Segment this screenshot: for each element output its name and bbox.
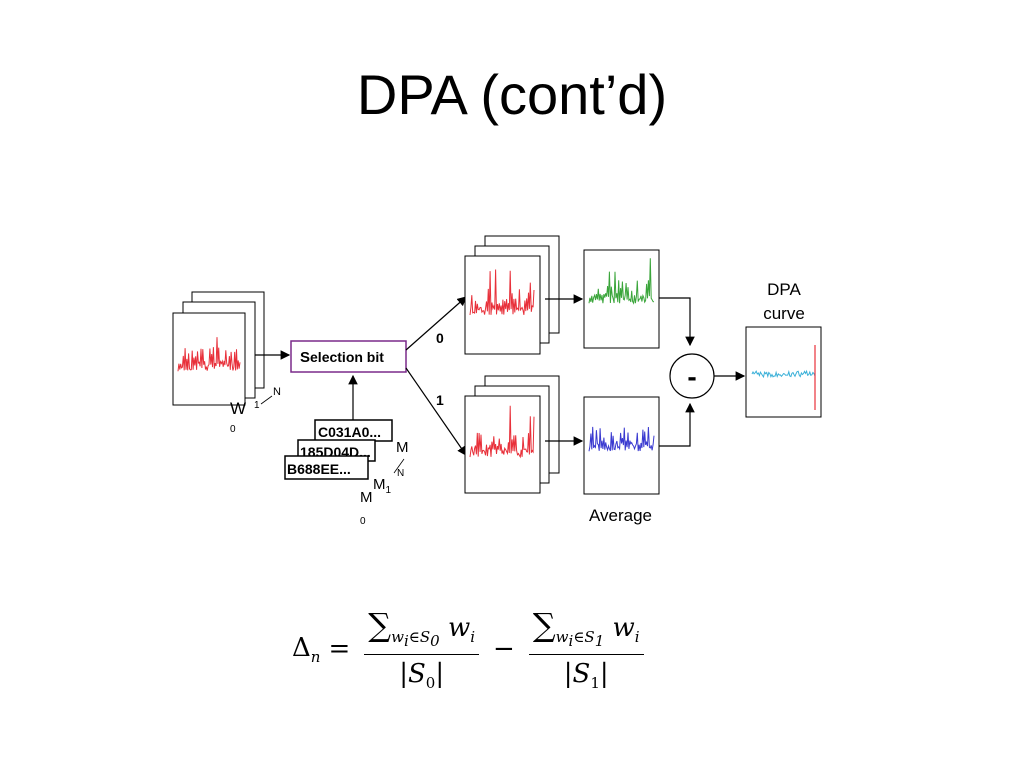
- average-s1-box: [583, 396, 660, 495]
- branch-1-label: 1: [436, 392, 444, 408]
- plaintext-item: C031A0...: [318, 424, 381, 440]
- selection-bit-box: [290, 340, 407, 373]
- slide-title: DPA (cont’d): [356, 63, 668, 126]
- plaintext-stack: C031A0... 185D04D... B688EE...: [284, 419, 393, 480]
- plaintext-item: B688EE...: [287, 461, 351, 477]
- arrow-avg0-to-subtract: [659, 297, 695, 347]
- formula-term-s0: ∑wi∈S0 wi |S0|: [364, 606, 480, 692]
- plaintext-index-zero: 0: [360, 516, 366, 527]
- trace-s1-waveform: [469, 405, 535, 459]
- dpa-curve-label-line1: DPA: [767, 280, 801, 299]
- dpa-formula: Δn = ∑wi∈S0 wi |S0| − ∑wi∈S1 wi |S1|: [292, 606, 650, 692]
- traces-index-start: 0: [230, 424, 236, 435]
- traces-index-one: 1: [254, 400, 260, 411]
- traces-index-w: W: [230, 399, 246, 418]
- dpa-curve-label-line2: curve: [763, 304, 805, 323]
- input-trace-stack: [172, 291, 265, 406]
- plaintext-index-slash: [393, 458, 405, 474]
- trace-stack-s0: [464, 235, 560, 355]
- average-s0-box: [583, 249, 660, 349]
- trace-s0-waveform: [469, 269, 535, 316]
- average-label: Average: [589, 506, 652, 525]
- traces-index-n: N: [273, 386, 281, 398]
- arrow-avg1-to-subtract: [659, 402, 695, 447]
- trace-stack-s1: [464, 375, 560, 494]
- dpa-curve-box: [745, 326, 822, 418]
- formula-minus: −: [493, 634, 515, 665]
- selection-bit-label: Selection bit: [300, 349, 384, 366]
- input-trace-waveform: [177, 337, 241, 372]
- plaintext-index-m: M: [360, 489, 373, 506]
- average-s1-waveform: [588, 426, 655, 452]
- dpa-curve-waveform: [751, 369, 816, 379]
- traces-index-dash: [260, 395, 273, 405]
- plaintext-index-n: N: [397, 468, 404, 479]
- branch-0-label: 0: [436, 330, 444, 346]
- dpa-diagram: W 0 1 N Selection bit C031A0... 185D04D.…: [172, 235, 822, 527]
- formula-equals: =: [328, 634, 351, 665]
- subtract-symbol: -: [687, 361, 696, 392]
- plaintext-index-top-m: M: [396, 439, 409, 456]
- average-s0-waveform: [588, 258, 655, 305]
- arrow-branch-0: [405, 296, 467, 351]
- formula-term-s1: ∑wi∈S1 wi |S1|: [528, 606, 644, 692]
- plaintext-index-m1: M1: [373, 476, 392, 496]
- arrow-branch-1: [405, 367, 467, 456]
- formula-lhs: Δn: [292, 632, 321, 666]
